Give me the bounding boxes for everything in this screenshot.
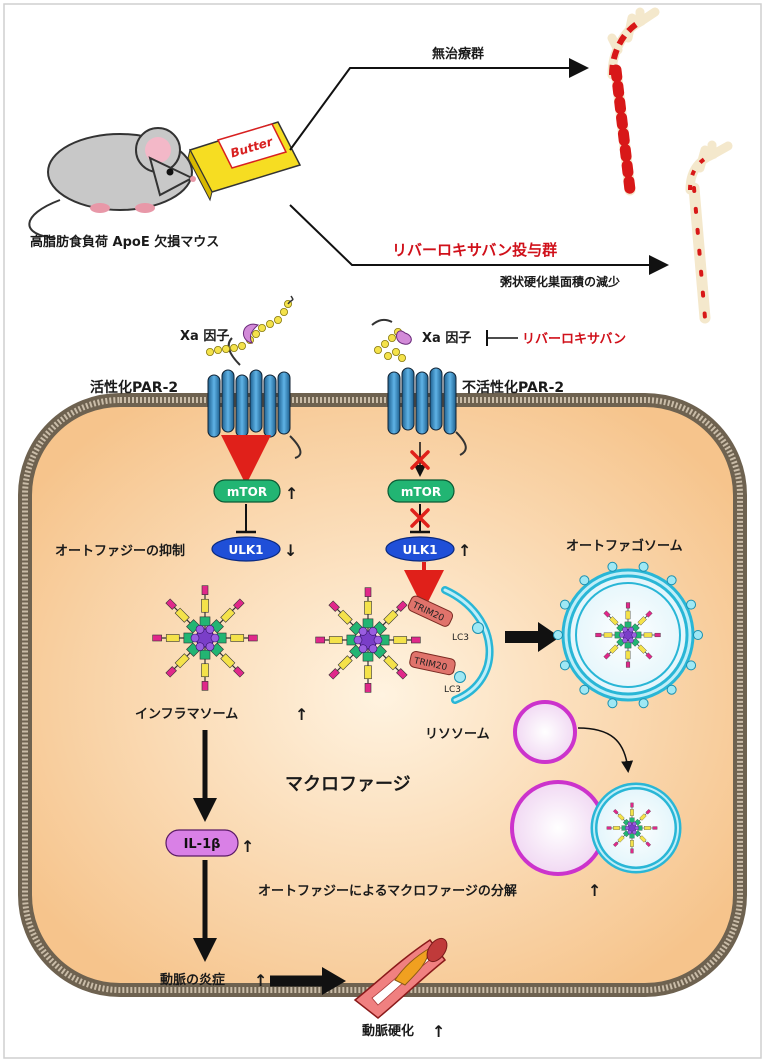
group-rivaroxaban-label: リバーロキサバン投与群 <box>392 241 557 259</box>
autolysosome <box>510 780 682 876</box>
par2-active-label: 活性化PAR-2 <box>90 379 178 396</box>
inflammasome-up-arrow: ↑ <box>295 705 308 724</box>
autophagosome <box>553 561 703 709</box>
mouse-label: 高脂肪食負荷 ApoE 欠損マウス <box>30 234 219 250</box>
arrow-untreated <box>289 58 589 151</box>
inhibitor-label: リバーロキサバン <box>522 332 626 347</box>
lc3-lower-dot <box>454 671 466 683</box>
arrow-treated <box>289 204 669 275</box>
arrow-to-autophagosome-head <box>538 622 560 652</box>
group-untreated-label: 無治療群 <box>432 46 484 62</box>
par2-inactive-receptor <box>371 318 467 456</box>
il1b-pill <box>165 829 239 857</box>
xa-right-label: Xa 因子 <box>422 331 471 346</box>
lc3-lower-label: LC3 <box>444 685 461 695</box>
mtor-right <box>387 479 455 503</box>
degradation-up-arrow: ↑ <box>588 881 601 900</box>
il1b-up-arrow: ↑ <box>241 837 254 856</box>
arrow-to-il1b-head <box>193 798 217 822</box>
plaque-reduction-label: 粥状硬化巣面積の減少 <box>500 274 620 289</box>
arrow-to-artery-head <box>322 967 346 995</box>
artery-illustration <box>353 937 448 1019</box>
aorta-treated <box>685 140 733 324</box>
atherosclerosis-up-arrow: ↑ <box>432 1022 445 1041</box>
par2-inactive-label: 不活性化PAR-2 <box>462 379 564 396</box>
butter-box: Butter <box>187 121 302 202</box>
inflammation-up-arrow: ↑ <box>254 971 267 990</box>
il1b-label: IL-1β <box>184 837 221 852</box>
mouse-illustration <box>28 127 196 239</box>
autophagy-inhibition-label: オートファジーの抑制 <box>55 543 185 559</box>
lysosome-label: リソソーム <box>425 727 490 742</box>
ulk1-right <box>385 536 455 562</box>
block-mark-2 <box>410 508 430 528</box>
ulk1-left-label: ULK1 <box>228 543 263 557</box>
mtor-left-label: mTOR <box>227 485 267 499</box>
inflammasome-label: インフラマソーム <box>135 707 238 722</box>
degradation-label: オートファジーによるマクロファージの分解 <box>258 883 517 899</box>
arrow-lysosome-fusion <box>577 727 634 773</box>
trim20-lower <box>409 651 456 676</box>
inflammation-label: 動脈の炎症 <box>160 972 225 988</box>
frame-border <box>3 3 762 1059</box>
lc3-upper-dot <box>472 622 484 634</box>
lc3-upper-label: LC3 <box>452 633 469 643</box>
trim20-upper <box>407 595 454 627</box>
ulk1-right-up-arrow: ↑ <box>458 541 471 560</box>
inflammasome-left <box>152 585 258 691</box>
mtor-left-up-arrow: ↑ <box>285 484 298 503</box>
xa-left-label: Xa 因子 <box>180 329 229 344</box>
arrow-to-inflammation-head <box>193 938 217 962</box>
lysosome <box>513 700 577 764</box>
ulk1-right-label: ULK1 <box>402 543 437 557</box>
autophagosome-label: オートファゴソーム <box>566 538 683 554</box>
mtor-left <box>213 479 281 503</box>
mtor-right-label: mTOR <box>401 485 441 499</box>
par2-active-receptor <box>205 295 302 459</box>
inflammasome-right <box>315 587 421 693</box>
ulk1-left-down-arrow: ↓ <box>284 541 297 560</box>
macrophage-label: マクロファージ <box>285 774 411 795</box>
aorta-untreated <box>607 7 660 196</box>
atherosclerosis-label: 動脈硬化 <box>362 1023 414 1039</box>
block-mark-1 <box>410 450 430 470</box>
ulk1-left <box>211 536 281 562</box>
